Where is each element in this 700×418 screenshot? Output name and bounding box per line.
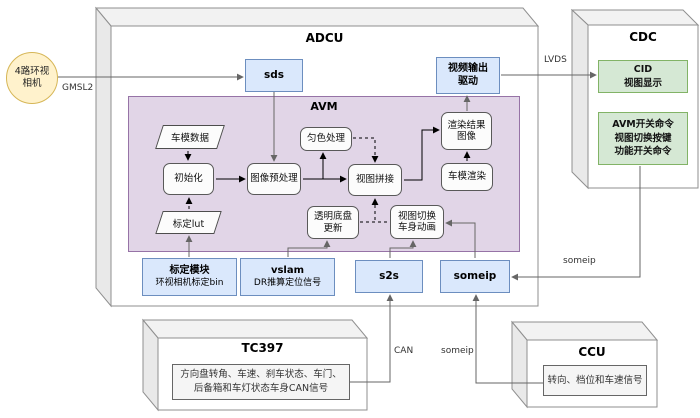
cid-display-node: CID 视图显示 <box>598 60 688 93</box>
avm-switch-command-node: AVM开关命令 视图切换按键 功能开关命令 <box>598 112 688 165</box>
render-result-node: 渲染结果 图像 <box>441 112 492 150</box>
car-model-render-node: 车模渲染 <box>441 163 493 191</box>
transparent-chassis-node: 透明底盘 更新 <box>307 206 359 239</box>
arrow-stitch-to-render <box>404 126 440 181</box>
init-node: 初始化 <box>163 163 214 195</box>
camera-node: 4路环视 相机 <box>6 52 58 104</box>
view-switch-anim-node: 视图切换 车身动画 <box>390 205 444 239</box>
someip-label-cdc: someip <box>563 256 596 266</box>
arrow-ccu-to-someip <box>472 294 543 384</box>
arrow-colorbalance-to-stitch <box>353 137 379 163</box>
view-stitch-node: 视图拼接 <box>348 164 402 196</box>
gmsl2-label: GMSL2 <box>62 83 94 93</box>
avm-title: AVM <box>310 100 338 113</box>
arrow-tc397-to-s2s <box>350 294 394 383</box>
vslam-node: vslam DR推算定位信号 <box>240 258 335 296</box>
someip-node: someip <box>440 260 510 293</box>
image-preprocess-node: 图像预处理 <box>247 163 301 195</box>
arrow-vslam-to-chassis <box>287 240 331 257</box>
vslam-subtitle: DR推算定位信号 <box>253 277 322 288</box>
adcu-title: ADCU <box>305 31 344 45</box>
arrow-s2s-to-anim <box>389 240 417 258</box>
calib-lut-label: 标定lut <box>172 218 205 230</box>
ccu-signal-node: 转向、档位和车速信号 <box>543 365 647 396</box>
sds-node: sds <box>245 59 303 92</box>
arrow-someip-to-anim <box>445 219 476 258</box>
car-model-data-node: 车模数据 <box>155 125 225 149</box>
cdc-cube <box>570 8 700 190</box>
s2s-node: s2s <box>355 260 423 293</box>
calib-module-subtitle: 环视相机标定bin <box>155 277 224 288</box>
lvds-label: LVDS <box>544 55 567 65</box>
calib-module-node: 标定模块 环视相机标定bin <box>142 258 237 296</box>
calib-module-title: 标定模块 <box>169 265 210 277</box>
ccu-title: CCU <box>578 345 606 359</box>
calib-lut-node: 标定lut <box>155 211 222 234</box>
video-output-node: 视频输出 驱动 <box>436 57 500 94</box>
tc397-signal-node: 方向盘转角、车速、刹车状态、车门、后备箱和车灯状态车身CAN信号 <box>172 364 350 400</box>
arrow-cdc-to-someip <box>511 166 641 281</box>
car-model-data-label: 车模数据 <box>170 133 209 144</box>
vslam-title: vslam <box>270 265 305 277</box>
tc397-title: TC397 <box>241 341 284 355</box>
color-balance-node: 匀色处理 <box>300 127 352 151</box>
cdc-title: CDC <box>629 30 657 44</box>
can-label: CAN <box>394 346 414 356</box>
someip-label-ccu: someip <box>441 346 474 356</box>
